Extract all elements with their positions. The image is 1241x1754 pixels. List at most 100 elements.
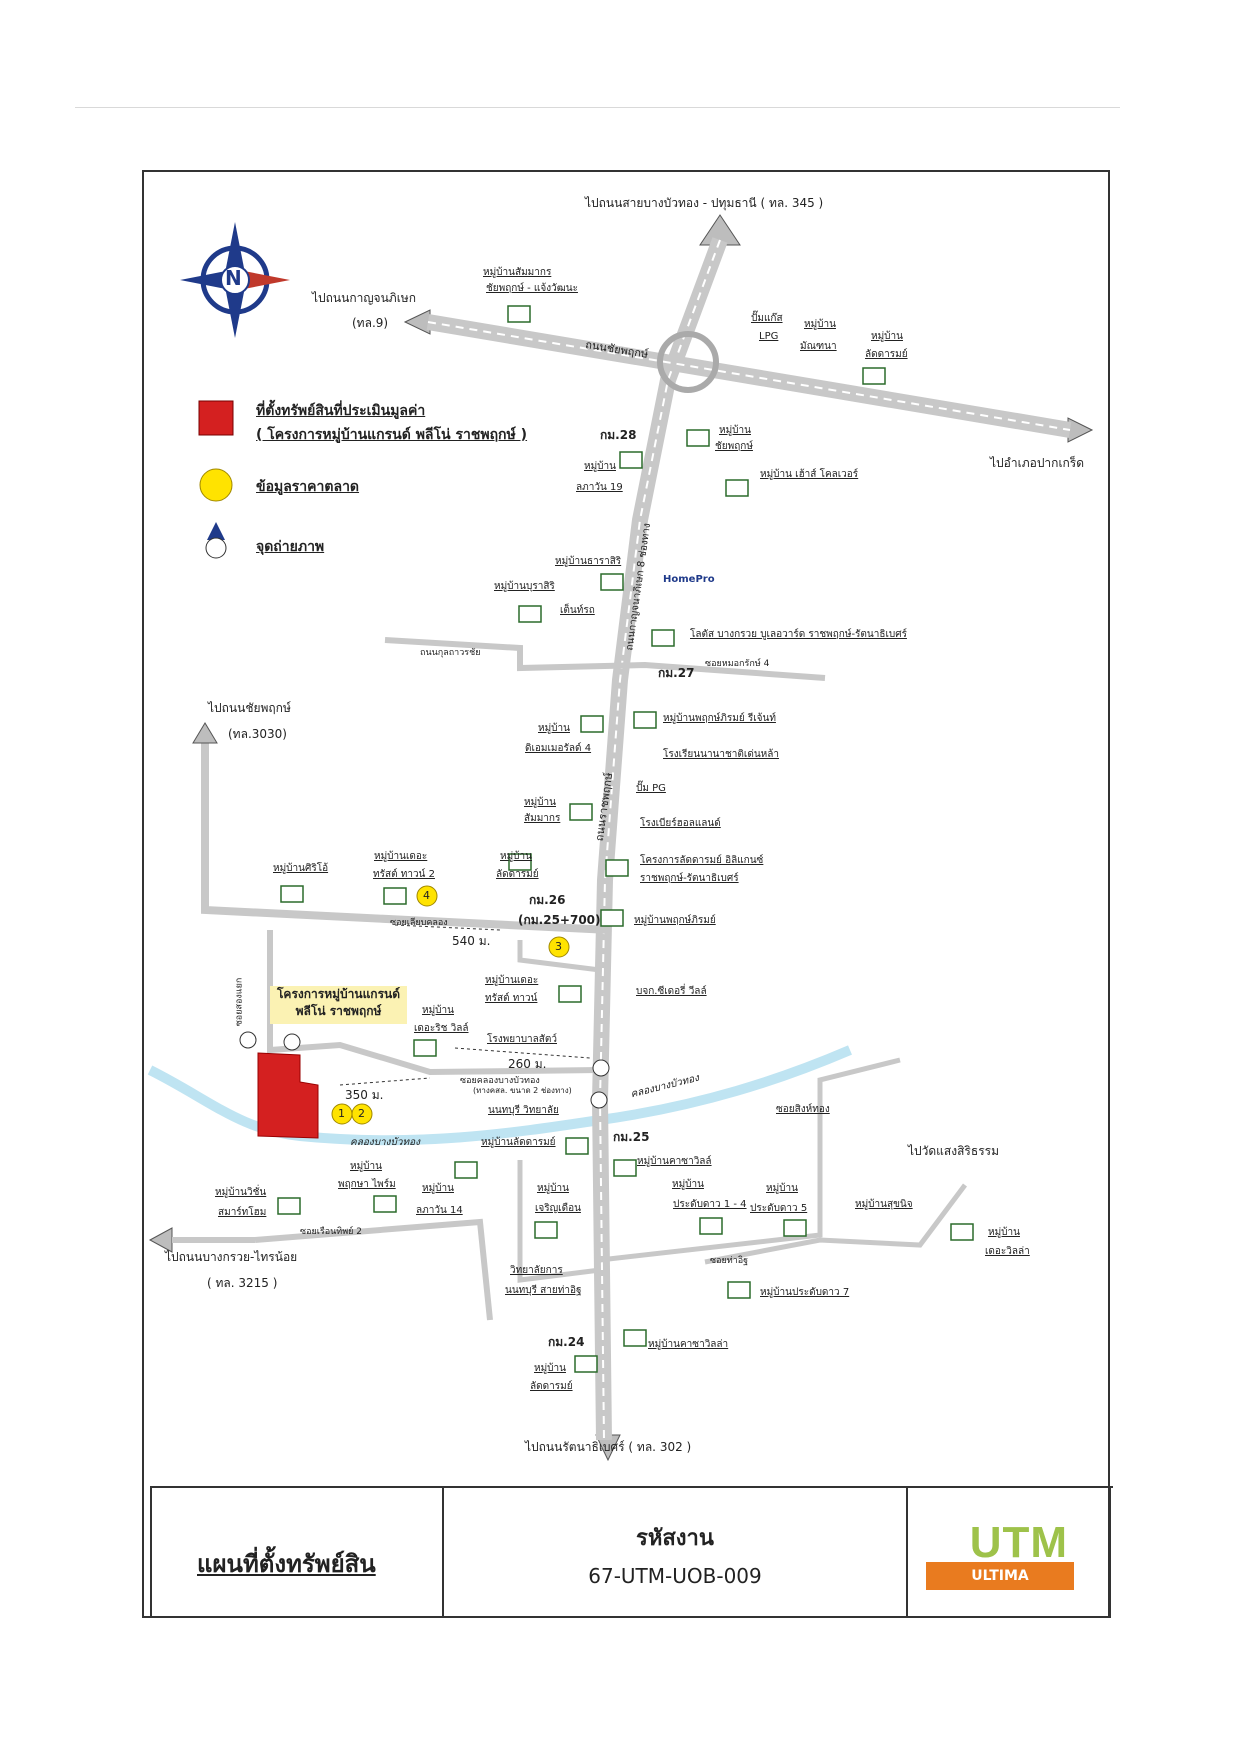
interchange bbox=[657, 331, 719, 393]
utm-logo-sub: ULTIMA APPRAISAL bbox=[926, 1562, 1074, 1612]
distance-350-line bbox=[339, 1077, 431, 1086]
place-4: หมู่บ้าน bbox=[871, 331, 903, 342]
legend-subject-swatch bbox=[198, 400, 234, 436]
southwest-arrow bbox=[148, 1227, 173, 1253]
dir-west-top: ไปถนนกาญจนภิเษก bbox=[312, 291, 416, 305]
place-14: หมู่บ้านพฤกษ์ภิรมย์ รีเจ้นท์ bbox=[663, 713, 776, 724]
place-10: เต็นท์รถ bbox=[560, 605, 595, 616]
subject-property bbox=[257, 1052, 319, 1139]
map-frame bbox=[142, 170, 1110, 1618]
place-34: หมู่บ้าน bbox=[422, 1183, 454, 1194]
distance-260-line bbox=[454, 1047, 591, 1059]
dir-southwest: ไปถนนบางกรวย-ไทรน้อย bbox=[165, 1250, 298, 1264]
km-26: กม.26 bbox=[529, 893, 566, 907]
market-marker-4 bbox=[416, 885, 438, 907]
compass-icon bbox=[180, 222, 290, 338]
soi-east bbox=[599, 1057, 901, 1263]
place-18: โรงเบียร์ฮอลแลนด์ bbox=[640, 818, 721, 829]
place-19b: ลัดดารมย์ bbox=[496, 869, 539, 880]
place-20: โครงการลัดดารมย์ อิลิแกนซ์ bbox=[640, 855, 764, 866]
place-21: หมู่บ้านพฤกษ์ภิรมย์ bbox=[634, 915, 716, 926]
utm-logo-main: UTM bbox=[969, 1518, 1068, 1567]
soi-nonthaburi bbox=[517, 1160, 601, 1283]
place-36b: เจริญเดือน bbox=[535, 1203, 581, 1214]
footer-code-cell: รหัสงาน 67-UTM-UOB-009 bbox=[442, 1488, 906, 1618]
footer-title: แผนที่ตั้งทรัพย์สิน bbox=[197, 1549, 376, 1578]
legend-market: ข้อมูลราคาตลาด bbox=[256, 479, 360, 495]
place-34b: ลภาวัน 14 bbox=[416, 1205, 463, 1216]
distance-260: 260 ม. bbox=[508, 1057, 547, 1071]
road-label-soi-side: ซอยสองแยก bbox=[234, 977, 245, 1027]
west-branch bbox=[201, 740, 611, 934]
place-1: หมู่บ้านสัมมากร bbox=[483, 267, 552, 278]
road-label-soi-kesap: ซอยเรือนทิพย์ 2 bbox=[300, 1227, 362, 1237]
place-40b: เดอะวิลล่า bbox=[985, 1246, 1030, 1257]
road-label-soi-540: ซอยเลียบคลอง bbox=[390, 918, 448, 928]
place-7: หมู่บ้าน เฮ้าส์ โคลเวอร์ bbox=[760, 469, 859, 480]
soi-540 bbox=[517, 940, 601, 973]
distance-350: 350 ม. bbox=[345, 1088, 384, 1102]
market-marker-3-label: 3 bbox=[555, 940, 562, 953]
northwest-arrow bbox=[192, 722, 218, 744]
place-30: ซอยสิงห์ทอง bbox=[776, 1104, 830, 1115]
place-17: หมู่บ้าน bbox=[524, 797, 556, 808]
place-44b: นนทบุรี สายท่าอิฐ bbox=[505, 1285, 582, 1296]
photo-point-1 bbox=[590, 1091, 608, 1109]
khlong-river bbox=[147, 1045, 852, 1146]
place-9: หมู่บ้านบุราสิริ bbox=[494, 581, 555, 592]
place-43b: ลัดดารมย์ bbox=[530, 1381, 573, 1392]
place-35b: สมาร์ทโฮม bbox=[218, 1207, 267, 1218]
project-label-line2: พลีโน่ ราชพฤกษ์ bbox=[295, 1004, 382, 1018]
project-label: โครงการหมู่บ้านแกรนด์ พลีโน่ ราชพฤกษ์ bbox=[270, 986, 407, 1024]
km-24: กม.24 bbox=[548, 1335, 585, 1349]
place-6b: ลภาวัน 19 bbox=[576, 482, 623, 493]
market-marker-4-label: 4 bbox=[423, 889, 430, 902]
road-label-soi-mid: ซอยหมอกรักษ์ 4 bbox=[705, 659, 770, 669]
dir-west-top-route: (ทล.9) bbox=[352, 316, 389, 330]
place-41: หมู่บ้านประดับดาว 7 bbox=[760, 1287, 850, 1298]
place-37: หมู่บ้าน bbox=[672, 1179, 704, 1190]
place-3b: มัณฑนา bbox=[800, 341, 837, 352]
place-26b: เดอะริช วิลล์ bbox=[414, 1023, 469, 1034]
photo-point-2 bbox=[592, 1059, 610, 1077]
place-38b: ประดับดาว 5 bbox=[750, 1203, 808, 1214]
place-35: หมู่บ้านวิชั่น bbox=[215, 1187, 267, 1198]
place-42: หมู่บ้านคาซาวิลล่า bbox=[648, 1339, 729, 1350]
place-19: หมู่บ้าน bbox=[500, 851, 532, 862]
scan-artifact-line bbox=[75, 107, 1120, 108]
house-icons bbox=[277, 305, 974, 1373]
place-33b: พฤกษา ไพร์ม bbox=[338, 1179, 396, 1190]
place-40: หมู่บ้าน bbox=[988, 1227, 1020, 1238]
km-25: กม.25 bbox=[613, 1130, 650, 1144]
place-24: หมู่บ้านเดอะ bbox=[485, 975, 539, 986]
place-26: หมู่บ้าน bbox=[422, 1005, 454, 1016]
place-43: หมู่บ้าน bbox=[534, 1363, 566, 1374]
place-8: หมู่บ้านธาราสิริ bbox=[555, 556, 622, 567]
km-27: กม.27 bbox=[658, 666, 695, 680]
place-31: หมู่บ้านลัดดารมย์ bbox=[481, 1137, 556, 1148]
place-32: หมู่บ้านคาซาวิลล์ bbox=[637, 1156, 712, 1167]
road-label-soi-a: ซอยคลองบางบัวทอง bbox=[460, 1076, 540, 1086]
dir-south: ไปถนนรัตนาธิเบศร์ ( ทล. 302 ) bbox=[525, 1440, 692, 1454]
place-20b: ราชพฤกษ์-รัตนาธิเบศร์ bbox=[640, 873, 739, 884]
place-2: ปั๊มแก๊ส bbox=[751, 313, 783, 324]
place-39: หมู่บ้านสุขนิจ bbox=[855, 1199, 913, 1210]
place-17b: สัมมากร bbox=[524, 813, 561, 824]
dir-east: ไปอำเภอปากเกร็ด bbox=[990, 456, 1085, 470]
legend-photo-icon bbox=[205, 522, 227, 559]
place-3: หมู่บ้าน bbox=[804, 319, 836, 330]
legend-photo: จุดถ่ายภาพ bbox=[256, 539, 325, 555]
place-5b: ชัยพฤกษ์ bbox=[715, 441, 753, 452]
place-25: บจก.ซีเดอรี่ วีลล์ bbox=[636, 986, 707, 997]
road-label-khlong-2: คลองบางบัวทอง bbox=[350, 1137, 420, 1148]
place-13: หมู่บ้าน bbox=[538, 723, 570, 734]
place-33: หมู่บ้าน bbox=[350, 1161, 382, 1172]
dir-southwest-route: ( ทล. 3215 ) bbox=[207, 1276, 278, 1290]
market-marker-1-label: 1 bbox=[338, 1107, 345, 1120]
chaiyaphruek-arrow-west bbox=[403, 309, 431, 335]
photo-point-3 bbox=[283, 1033, 301, 1051]
dir-northwest: ไปถนนชัยพฤกษ์ bbox=[208, 701, 291, 715]
dir-northwest-route: (ทล.3030) bbox=[228, 727, 287, 741]
place-27: โรงพยาบาลสัตว์ bbox=[487, 1034, 557, 1045]
